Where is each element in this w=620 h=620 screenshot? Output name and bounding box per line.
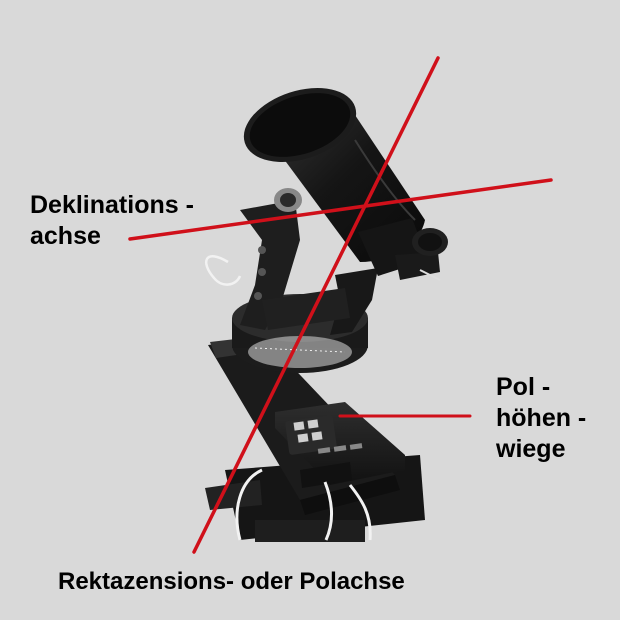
polar-wedge-label-line2: höhen - <box>496 404 587 432</box>
declination-axis-label-line2: achse <box>30 222 101 250</box>
polar-wedge-label: Pol - höhen - wiege <box>496 372 586 465</box>
cables <box>204 255 372 541</box>
polar-wedge-label-line3: wiege <box>496 435 566 463</box>
telescope-icon <box>243 88 448 281</box>
ra-axis-label: Rektazensions- oder Polachse <box>58 568 405 595</box>
declination-axis-line <box>128 178 553 241</box>
polar-wedge-label-line1: Pol - <box>496 373 551 401</box>
axis-lines <box>128 56 553 554</box>
fork-mount <box>240 188 378 335</box>
declination-axis-label: Deklinations - achse <box>30 190 194 252</box>
polar-axis-line <box>192 56 440 554</box>
declination-axis-label-line1: Deklinations - <box>30 191 194 219</box>
hand-controller-icon <box>275 402 405 488</box>
